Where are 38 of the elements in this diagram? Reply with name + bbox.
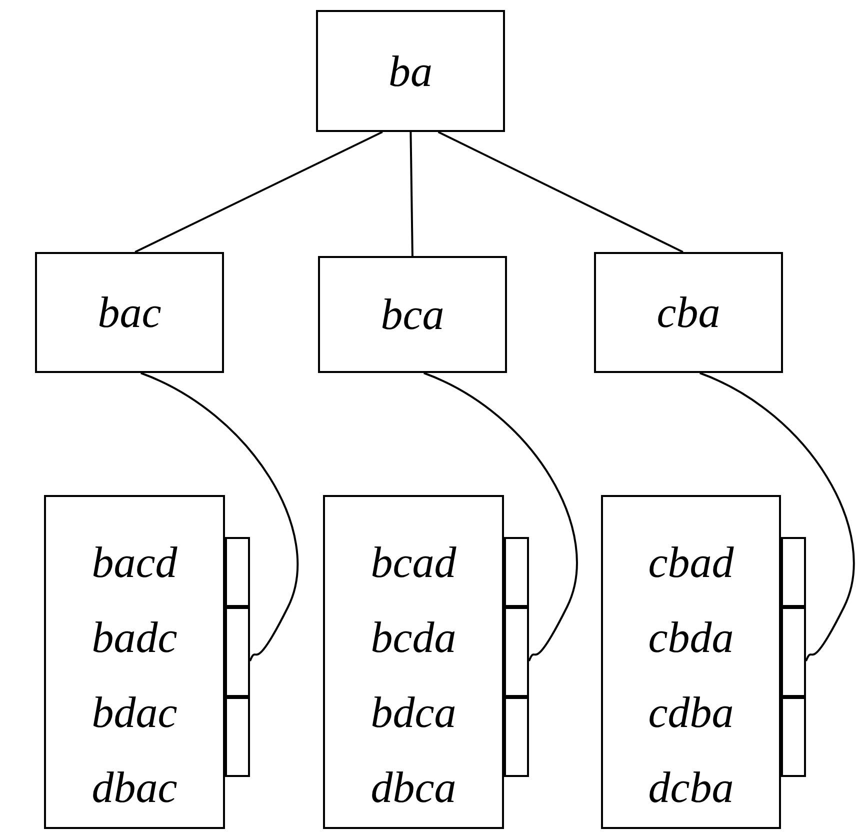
label-box: [35, 252, 224, 373]
connector-line: [699, 372, 855, 662]
list-box: [44, 495, 225, 829]
small-box: [225, 607, 250, 697]
small-box: [504, 697, 529, 777]
permutation-text: cbda: [648, 612, 734, 664]
permutation-text: bdac: [92, 687, 178, 739]
connector-line: [134, 131, 383, 253]
permutation-text: bdca: [370, 687, 456, 739]
permutation-text: dbac: [92, 762, 178, 814]
connector-line: [438, 131, 684, 253]
permutation-text: dcba: [648, 762, 734, 814]
label-box: [594, 252, 783, 373]
label-box: [318, 256, 507, 373]
permutation-text: dbca: [370, 762, 456, 814]
small-box: [781, 697, 806, 777]
permutation-text: bacd: [92, 537, 178, 589]
label-box: [316, 10, 505, 132]
permutation-text: bcad: [370, 537, 456, 589]
small-box: [504, 607, 529, 697]
connector-line: [423, 372, 578, 662]
small-box: [225, 537, 250, 607]
permutation-text: cbad: [648, 537, 734, 589]
permutation-text: badc: [92, 612, 178, 664]
permutation-text: ba: [388, 46, 432, 98]
small-box: [225, 697, 250, 777]
permutation-text: cba: [656, 287, 720, 339]
connector-line: [140, 372, 299, 662]
permutation-text: bac: [98, 287, 162, 339]
connector-line: [410, 132, 414, 256]
list-box: [601, 495, 781, 829]
permutation-text: bcda: [370, 612, 456, 664]
small-box: [504, 537, 529, 607]
list-box: [323, 495, 504, 829]
permutation-text: cdba: [648, 687, 734, 739]
small-box: [781, 607, 806, 697]
small-box: [781, 537, 806, 607]
permutation-text: bca: [380, 289, 444, 341]
